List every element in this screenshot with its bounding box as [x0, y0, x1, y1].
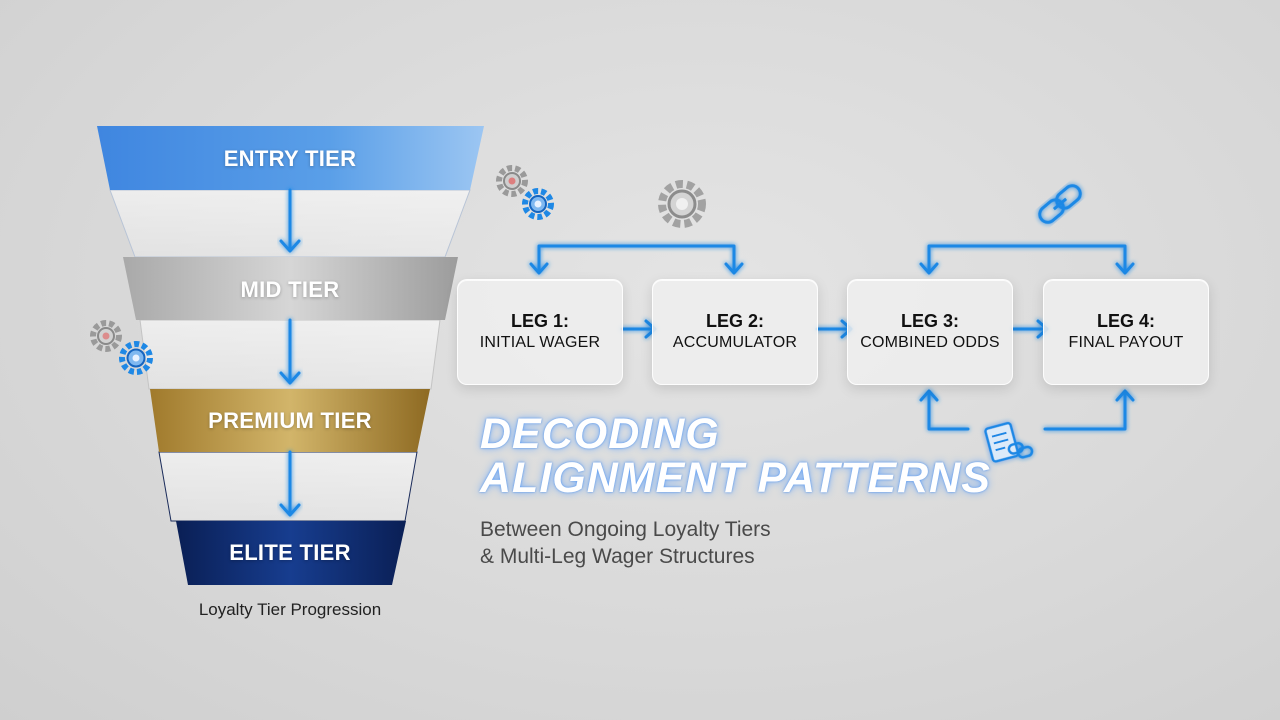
leg-subtitle: ACCUMULATOR [672, 334, 798, 351]
leg-title: LEG 3: [900, 311, 959, 331]
leg-box-4: LEG 4: FINAL PAYOUT [1043, 279, 1209, 385]
tier-label-elite: ELITE TIER [229, 540, 351, 565]
connector-leg3-leg4 [1011, 319, 1049, 339]
gear-icon [119, 341, 153, 375]
funnel-arrow-1 [279, 188, 301, 253]
funnel-tier-mid [123, 257, 458, 320]
subheadline-line-1: Between Ongoing Loyalty Tiers [480, 518, 771, 541]
bracket-top-leg1-leg2 [529, 244, 744, 275]
headline-line-2: ALIGNMENT PATTERNS [480, 454, 991, 502]
gear-icon [522, 188, 554, 220]
tier-label-entry: ENTRY TIER [223, 146, 357, 171]
leg-subtitle: COMBINED ODDS [860, 334, 1000, 351]
funnel-caption: Loyalty Tier Progression [198, 600, 382, 619]
document-link-icon [984, 421, 1034, 463]
leg-box-2: LEG 2: ACCUMULATOR [652, 279, 818, 385]
bracket-top-leg3-leg4 [919, 244, 1135, 275]
tier-label-mid: MID TIER [240, 277, 340, 302]
tier-label-premium: PREMIUM TIER [208, 408, 372, 433]
funnel-arrow-2 [279, 318, 301, 385]
leg-box-3: LEG 3: COMBINED ODDS [847, 279, 1013, 385]
headline: DECODING ALIGNMENT PATTERNS [480, 412, 991, 500]
connector-leg1-leg2 [620, 319, 657, 339]
chain-link-icon [1038, 184, 1082, 224]
gear-icon [90, 320, 122, 352]
funnel-tier-elite [176, 521, 406, 585]
leg-title: LEG 2: [705, 311, 764, 331]
funnel-arrow-3 [279, 450, 301, 517]
bracket-bottom-leg3-leg4 [919, 389, 1135, 431]
gear-icon [496, 165, 528, 197]
connector-leg2-leg3 [815, 319, 853, 339]
leg-box-1: LEG 1: INITIAL WAGER [457, 279, 623, 385]
leg-subtitle: INITIAL WAGER [479, 334, 601, 351]
subheadline: Between Ongoing Loyalty Tiers & Multi-Le… [480, 516, 771, 570]
headline-line-1: DECODING [480, 410, 720, 458]
funnel-tier-premium [150, 389, 430, 452]
gear-icon [658, 180, 706, 228]
leg-title: LEG 1: [510, 311, 569, 331]
subheadline-line-2: & Multi-Leg Wager Structures [480, 545, 755, 568]
funnel-tier-entry [97, 126, 484, 190]
leg-title: LEG 4: [1096, 311, 1155, 331]
leg-subtitle: FINAL PAYOUT [1068, 334, 1184, 351]
